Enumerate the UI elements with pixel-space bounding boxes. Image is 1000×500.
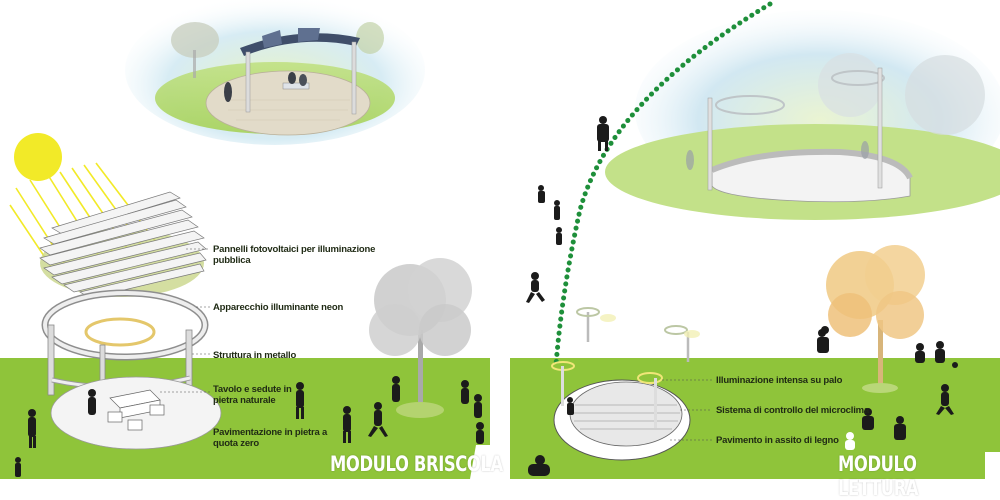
label-stone-table: Tavolo e sedute in pietra naturale [213,384,292,406]
label-stone-paving: Pavimentazione in pietra a quota zero [213,427,328,449]
sun-icon [14,133,62,181]
right-module-title: MODULO LETTURA [838,452,919,500]
label-neon-light: Apparecchio illuminante neon [213,302,344,313]
label-microclimate: Sistema di controllo del microclima [716,405,869,416]
leader-lines-left [160,248,210,393]
people-silhouettes-left [15,376,484,477]
leader-lines-right [662,379,712,441]
tree-right [826,245,925,393]
people-silhouettes-right [526,116,958,476]
diagram-artwork [0,0,1000,479]
wooden-deck [551,361,691,461]
label-metal-structure: Struttura in metallo [213,350,297,361]
right-panel [510,1,1000,479]
neon-light-ring [84,317,156,347]
left-panel [0,0,490,479]
vignette-pavilion-left [125,0,425,145]
stone-table [107,389,165,431]
lamp-ring-deck [637,372,663,384]
grass-notch-right [985,452,1000,479]
label-pole-lighting: Illuminazione intensa su palo [716,375,843,386]
label-solar-panels: Pannelli fotovoltaici per illuminazione … [213,244,376,266]
solar-panels [39,191,207,299]
dotted-arc-path [553,1,773,368]
tree-left [369,258,472,418]
grass-notch-left [470,445,490,479]
lamp-posts [576,307,700,362]
vignette-pavilion-right [605,10,1000,220]
left-module-title: MODULO BRISCOLA [330,452,503,476]
label-wood-deck: Pavimento in assito di legno [716,435,839,446]
